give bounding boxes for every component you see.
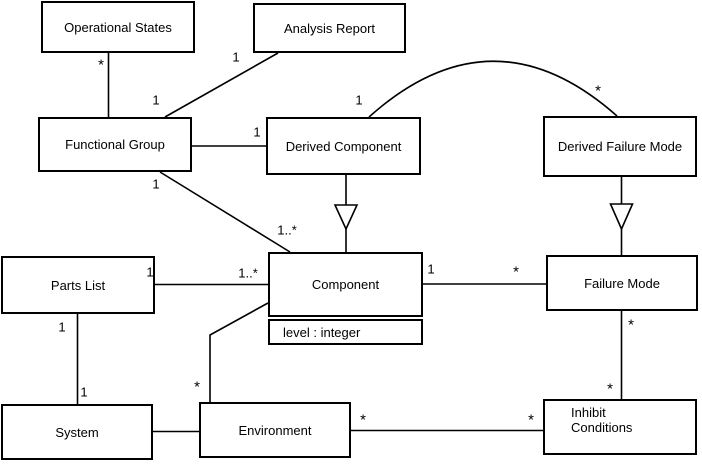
multiplicity-label: 1: [427, 261, 435, 277]
class-derived-failure-mode: Derived Failure Mode: [543, 116, 697, 177]
class-name: Component: [311, 277, 380, 292]
class-parts-list: Parts List: [1, 256, 155, 314]
class-failure-mode: Failure Mode: [546, 255, 698, 311]
class-name: Operational States: [64, 19, 172, 35]
multiplicity-label: 1: [152, 92, 160, 108]
multiplicity-label: *: [360, 411, 366, 429]
multiplicity-label: 1: [253, 124, 261, 140]
multiplicity-label: *: [98, 56, 104, 74]
multiplicity-label: 1: [355, 92, 363, 108]
multiplicity-label: 1: [146, 264, 154, 280]
association-functional-group-component: [159, 171, 291, 253]
multiplicity-label: *: [628, 316, 634, 334]
multiplicity-label: *: [528, 411, 534, 429]
multiplicity-label: 1: [232, 49, 240, 65]
class-functional-group: Functional Group: [38, 117, 192, 172]
class-name: Environment: [238, 422, 312, 438]
multiplicity-label: 1: [58, 319, 66, 335]
multiplicity-label: 1..*: [277, 222, 297, 238]
class-derived-component: Derived Component: [266, 117, 421, 175]
multiplicity-label: *: [513, 263, 519, 281]
class-name: Analysis Report: [283, 20, 376, 36]
class-component-attributes: level : integer: [268, 319, 423, 345]
association-analysis-report-functional-group: [164, 52, 279, 118]
class-inhibit-conditions: Inhibit Conditions: [543, 399, 697, 455]
class-analysis-report: Analysis Report: [253, 3, 406, 53]
multiplicity-label: 1..*: [238, 265, 258, 281]
class-environment: Environment: [199, 402, 351, 458]
class-name: Parts List: [50, 277, 106, 293]
generalization-triangle-icon: [609, 203, 634, 231]
class-name-line1: Inhibit: [571, 405, 606, 420]
class-name-line2: Conditions: [571, 420, 633, 435]
class-name: Derived Failure Mode: [557, 139, 683, 154]
class-operational-states: Operational States: [41, 1, 195, 53]
association-environment-component: [209, 302, 269, 402]
class-name: Derived Component: [285, 138, 402, 154]
multiplicity-label: 1: [152, 176, 160, 192]
multiplicity-label: *: [595, 82, 601, 100]
association-derived-component-derived-failure-mode-arc: [368, 60, 618, 118]
class-component: Component: [268, 252, 423, 317]
attribute-label: level : integer: [283, 324, 361, 340]
multiplicity-label: *: [194, 378, 200, 396]
class-name: Failure Mode: [584, 275, 660, 291]
class-name: System: [55, 424, 99, 440]
generalization-triangle-icon: [333, 204, 359, 231]
multiplicity-label: *: [607, 380, 613, 398]
class-name: Functional Group: [65, 137, 165, 152]
class-system: System: [1, 404, 153, 460]
multiplicity-label: 1: [80, 384, 88, 400]
